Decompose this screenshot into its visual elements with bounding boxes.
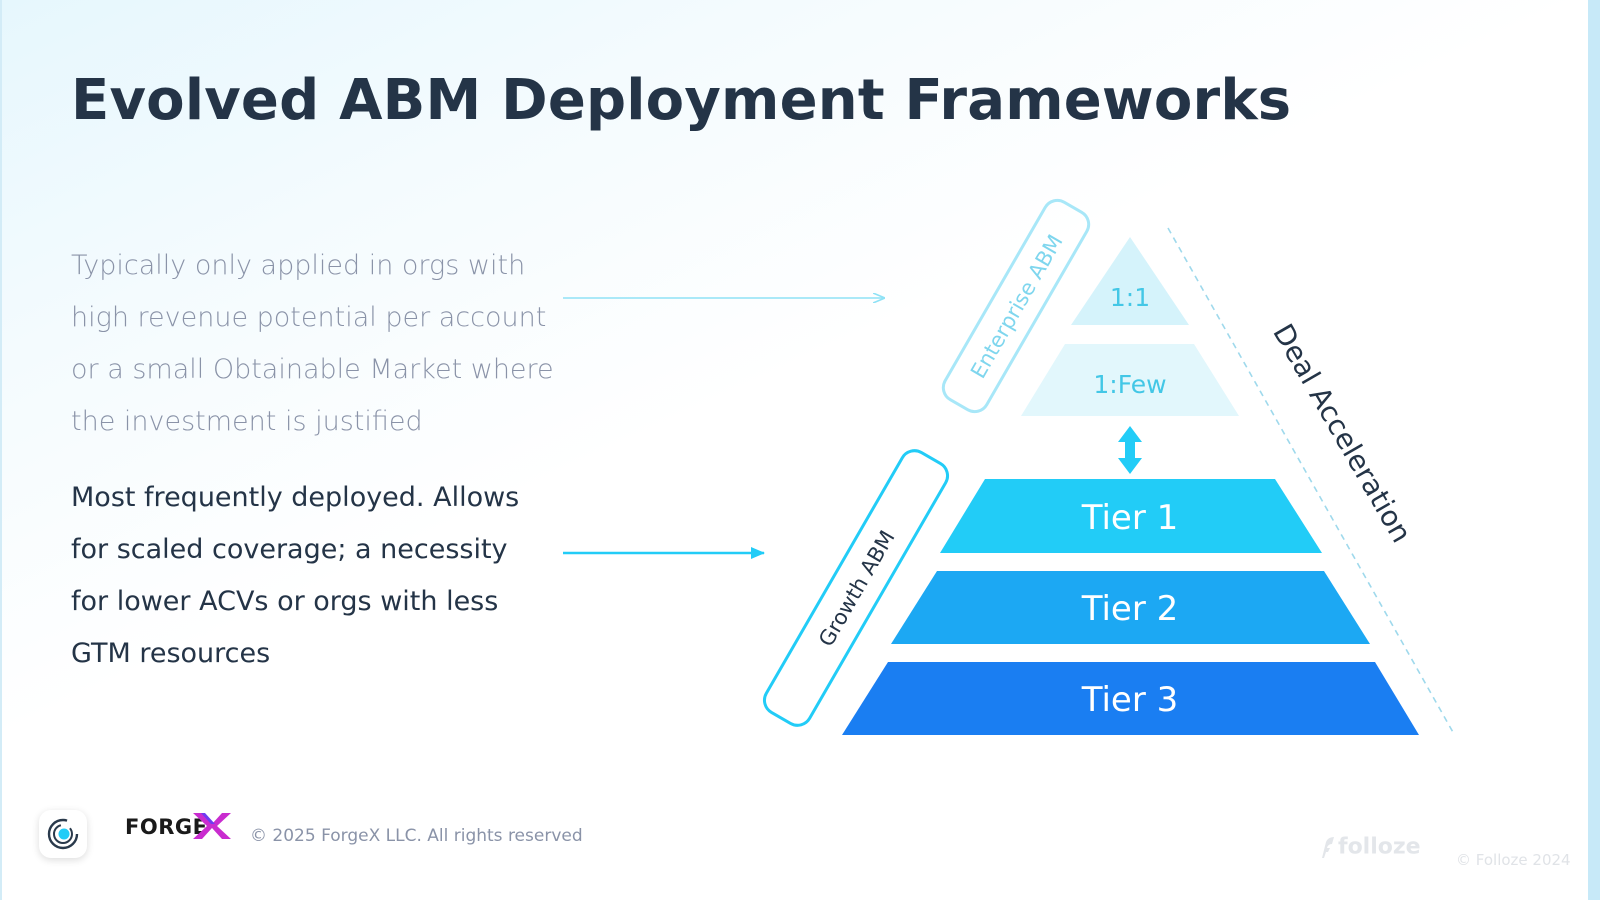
enterprise-abm-description: Typically only applied in orgs with high… <box>71 240 554 448</box>
double-arrow-icon <box>1118 426 1142 474</box>
growth-abm-description: Most frequently deployed. Allows for sca… <box>71 472 551 680</box>
pyramid-tier-3 <box>842 662 1419 735</box>
pyramid-level-1-1 <box>1071 237 1189 325</box>
forgex-x-mark-icon <box>193 813 231 839</box>
spiral-logo-icon <box>47 818 79 850</box>
copyright-text: © 2025 ForgeX LLC. All rights reserved <box>250 826 583 846</box>
growth-description-line: GTM resources <box>71 638 271 669</box>
pyramid-level-1-few-label: 1:Few <box>1093 370 1166 399</box>
pyramid-tier-1 <box>940 479 1322 553</box>
folloze-wordmark: folloze <box>1338 834 1421 860</box>
folloze-leaf-icon <box>1322 837 1334 858</box>
pyramid-tier-2 <box>891 571 1370 644</box>
page-title: Evolved ABM Deployment Frameworks <box>71 68 1292 133</box>
pyramid-tier-3-label: Tier 3 <box>1081 680 1179 720</box>
deal-acceleration-line <box>1167 227 1455 735</box>
left-edge-line <box>0 0 2 900</box>
right-edge-band <box>1588 0 1600 900</box>
pyramid-level-1-1-label: 1:1 <box>1110 283 1150 312</box>
pyramid-level-1-few <box>1021 344 1239 416</box>
folloze-copyright: © Folloze 2024 <box>1456 851 1571 869</box>
enterprise-description-line: or a small Obtainable Market where <box>71 354 554 385</box>
enterprise-description-line: Typically only applied in orgs with <box>71 250 526 281</box>
growth-description-line: Most frequently deployed. Allows <box>71 482 520 513</box>
app-logo <box>39 810 87 858</box>
enterprise-description-line: high revenue potential per account <box>71 302 547 333</box>
forgex-wordmark: FORGE <box>125 815 208 839</box>
enterprise-description-line: the investment is justified <box>71 406 423 437</box>
growth-description-line: for scaled coverage; a necessity <box>71 534 508 565</box>
enterprise-abm-label: Enterprise ABM <box>966 231 1068 383</box>
pyramid-tier-1-label: Tier 1 <box>1081 498 1179 538</box>
pyramid-tier-2-label: Tier 2 <box>1081 589 1179 629</box>
growth-description-line: for lower ACVs or orgs with less <box>71 586 499 617</box>
